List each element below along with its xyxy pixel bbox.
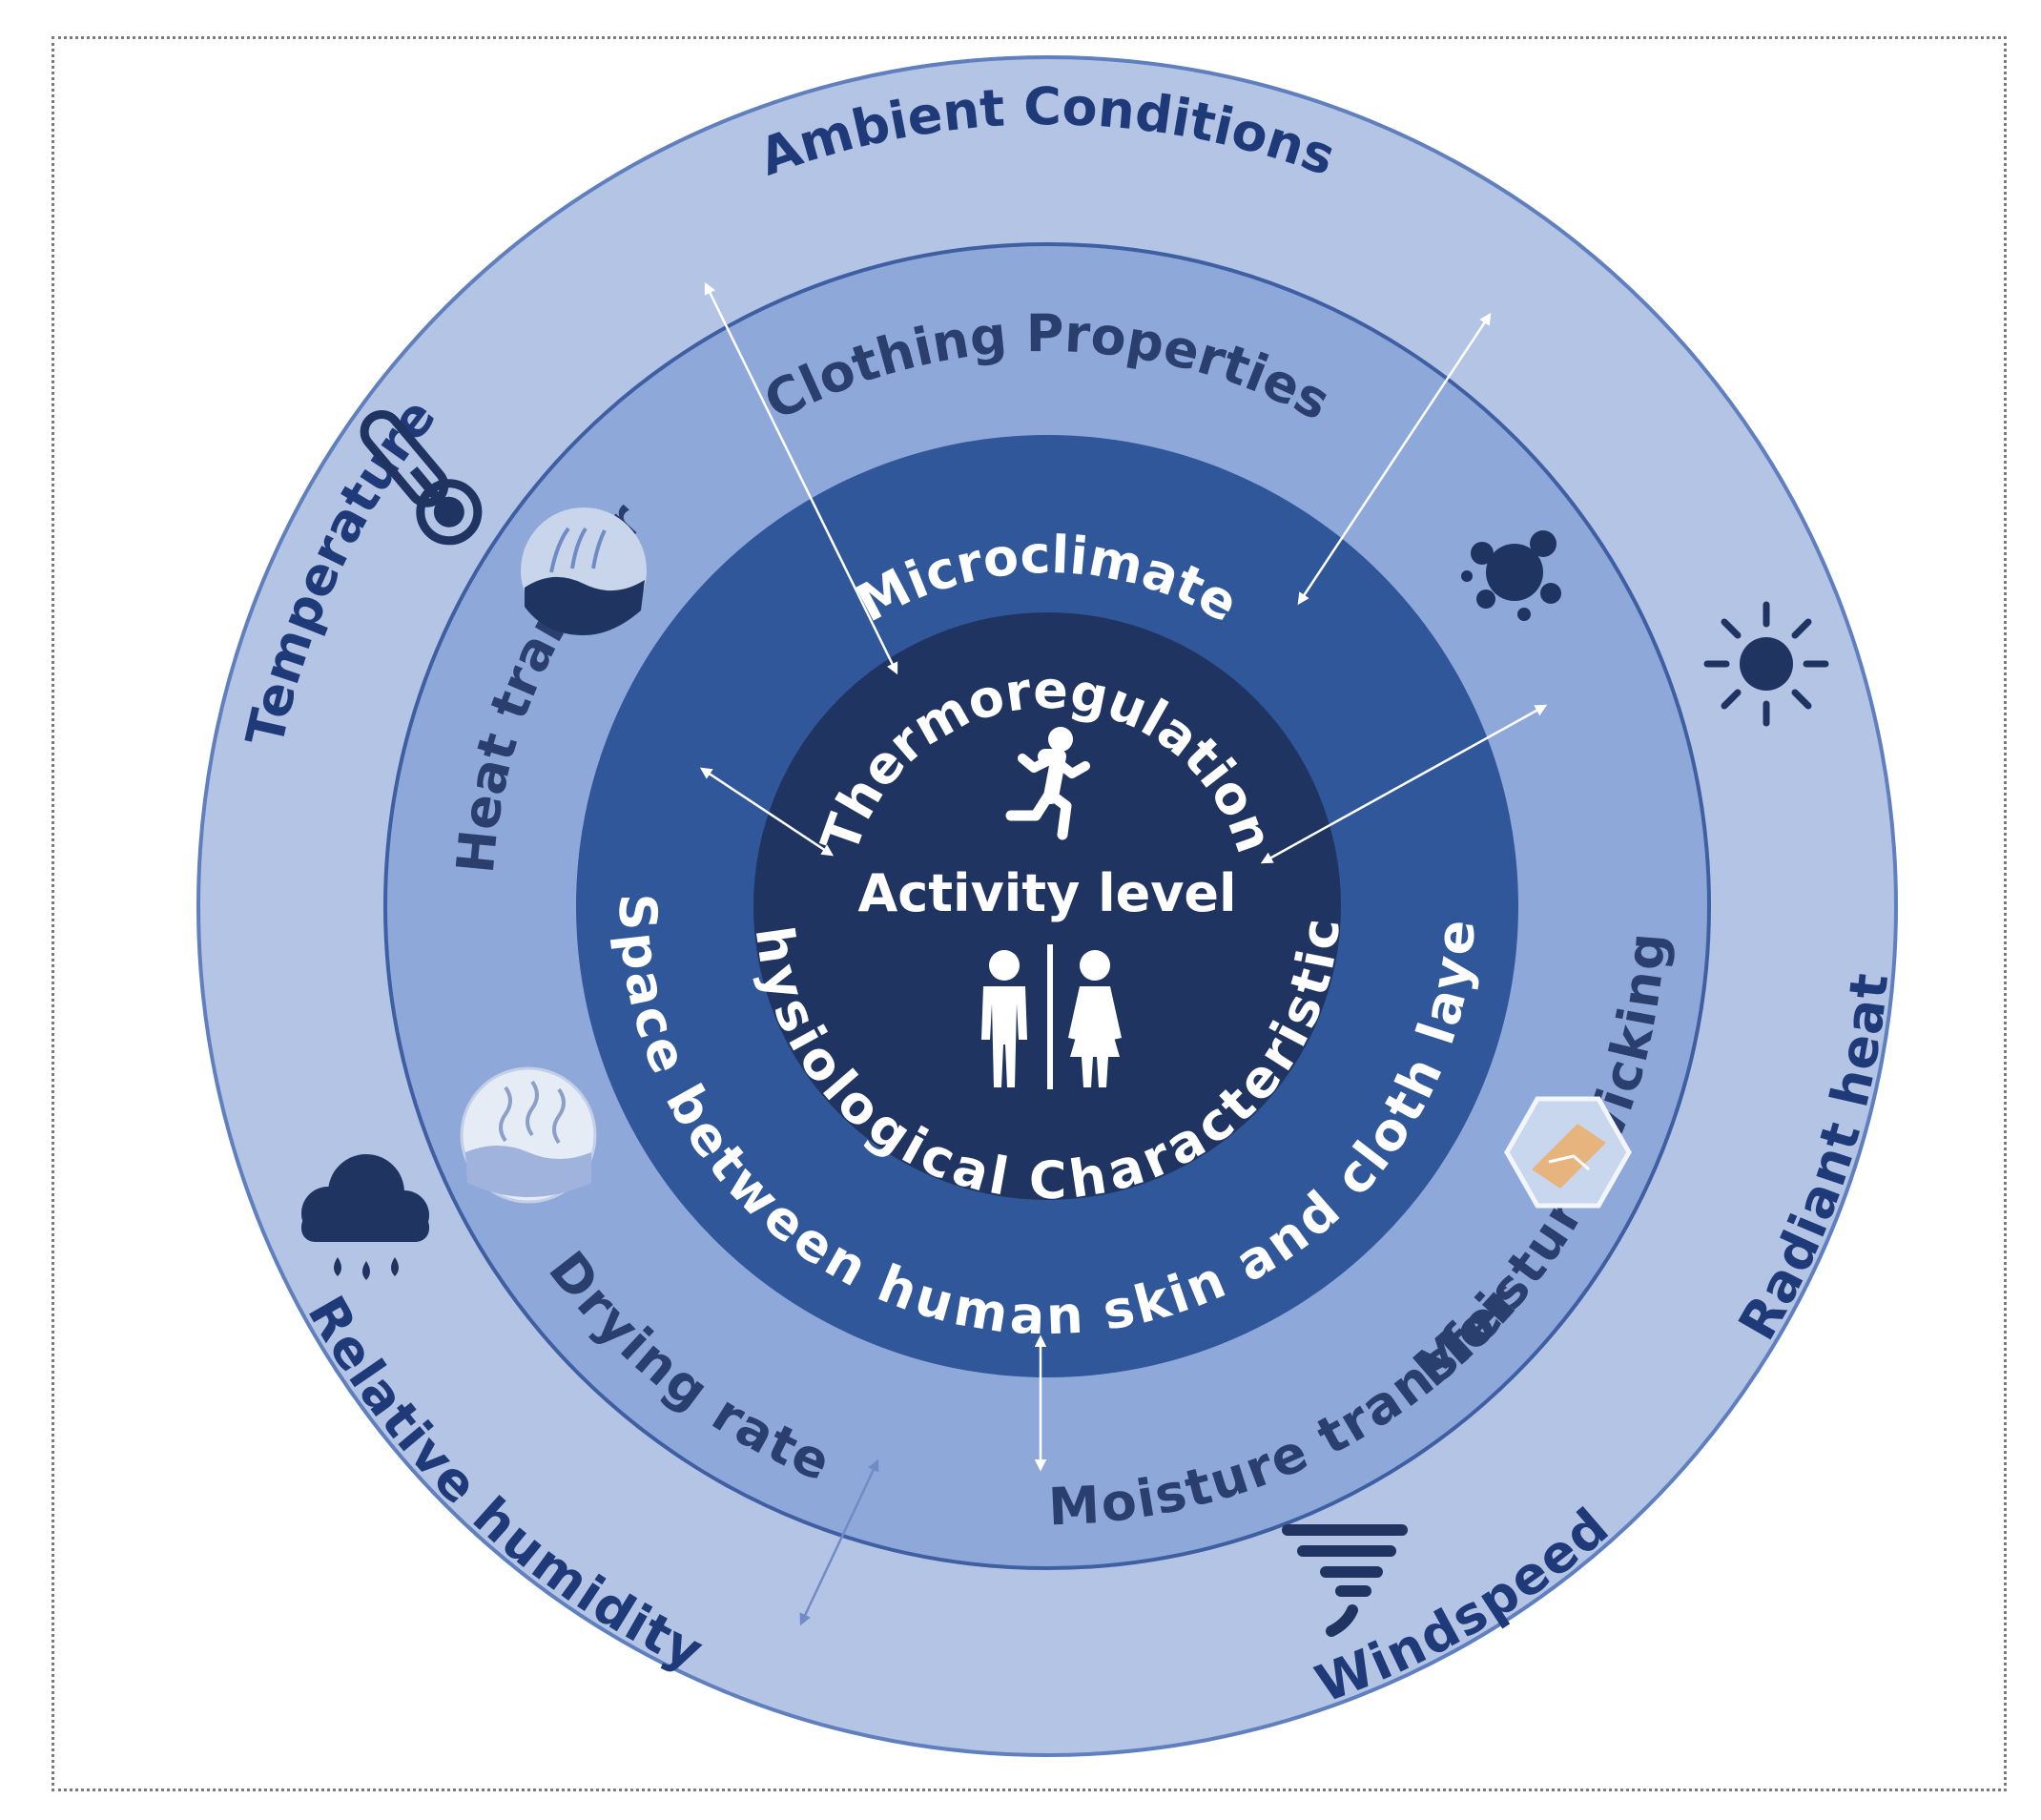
running-person-icon bbox=[1005, 727, 1090, 840]
woman-icon bbox=[1068, 950, 1122, 1087]
sun-icon bbox=[1703, 601, 1829, 727]
arrow-microclimate-ambient bbox=[1297, 312, 1492, 606]
diagram-frame bbox=[52, 36, 2007, 1791]
activity-level-label: Activity level bbox=[857, 863, 1236, 923]
drying-fabric-icon bbox=[460, 1066, 597, 1204]
fabric-heat-icon bbox=[521, 507, 647, 635]
core-circle bbox=[753, 612, 1341, 1200]
fabric-layer-icon bbox=[1504, 1096, 1632, 1209]
man-woman-icon bbox=[981, 944, 1122, 1089]
divider bbox=[1047, 944, 1053, 1089]
rain-cloud-icon bbox=[301, 1154, 429, 1280]
water-splash-icon bbox=[1461, 530, 1561, 621]
thermometer-icon bbox=[360, 410, 483, 546]
man-icon bbox=[981, 950, 1027, 1087]
arrow-clothing-ambient bbox=[799, 1458, 879, 1626]
arrow-moisture-wicking-core bbox=[1260, 704, 1548, 864]
arrow-thermoregulation-ambient bbox=[704, 281, 898, 675]
arrow-heat-transfer-core bbox=[699, 767, 835, 857]
tornado-icon bbox=[1282, 1524, 1408, 1637]
